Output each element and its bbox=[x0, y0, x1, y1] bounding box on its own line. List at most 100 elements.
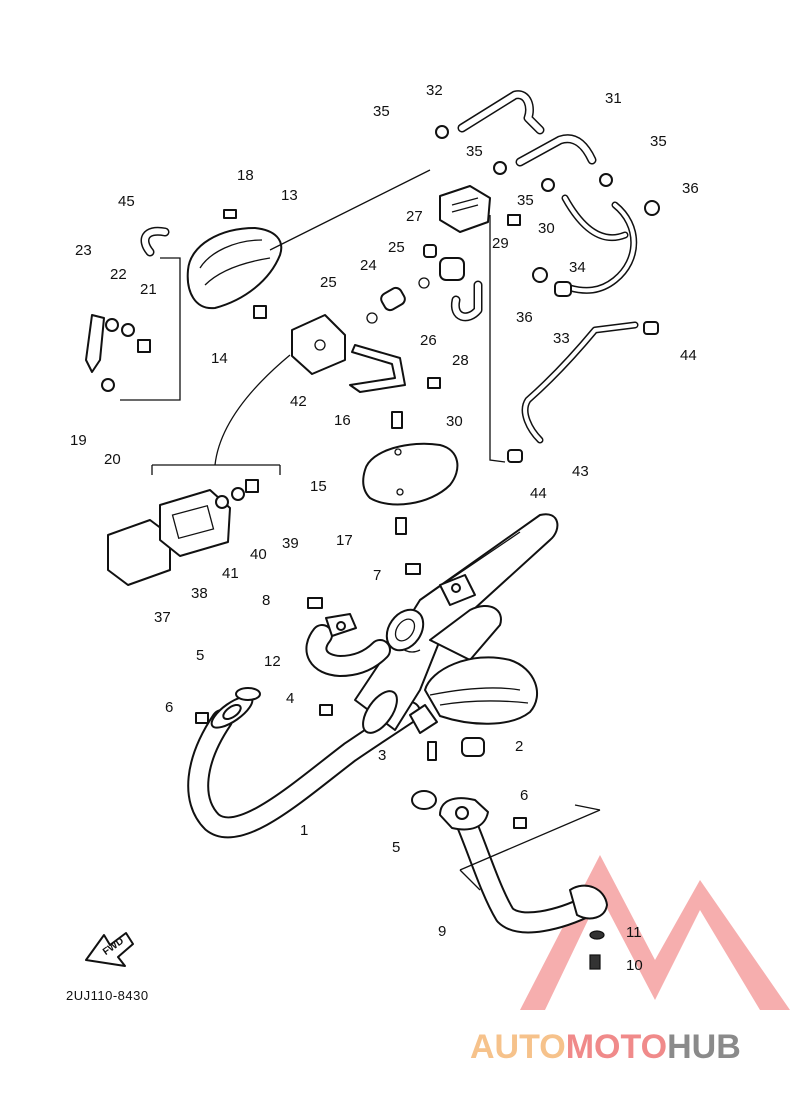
exhaust-pipe-12 bbox=[305, 613, 391, 677]
bracket-19 bbox=[85, 314, 105, 373]
callout-39: 39 bbox=[282, 535, 299, 552]
washer-11 bbox=[589, 930, 605, 940]
callout-labels: 1 2 3 4 5 5 6 6 7 8 9 10 11 12 13 14 15 … bbox=[70, 82, 699, 974]
bolt-4 bbox=[319, 704, 333, 716]
callout-44b: 44 bbox=[530, 485, 547, 502]
bolt-3 bbox=[427, 741, 437, 761]
callout-21: 21 bbox=[140, 281, 157, 298]
callout-10: 10 bbox=[626, 957, 643, 974]
hardware bbox=[195, 411, 605, 970]
callout-45: 45 bbox=[118, 193, 135, 210]
washer-22 bbox=[121, 323, 135, 337]
bolt-30b bbox=[507, 214, 521, 226]
callout-16: 16 bbox=[334, 412, 351, 429]
damper-2 bbox=[461, 737, 485, 757]
callout-35b: 35 bbox=[466, 143, 483, 160]
hose-24 bbox=[380, 286, 406, 312]
callout-28: 28 bbox=[452, 352, 469, 369]
fwd-arrow-icon: FWD bbox=[85, 932, 134, 967]
bolt-20 bbox=[101, 378, 115, 392]
bolt-10 bbox=[589, 954, 601, 970]
callout-7: 7 bbox=[373, 567, 381, 584]
callout-19: 19 bbox=[70, 432, 87, 449]
washer-23 bbox=[105, 318, 119, 332]
callout-31: 31 bbox=[605, 90, 622, 107]
clip-18 bbox=[223, 209, 237, 219]
callout-26: 26 bbox=[420, 332, 437, 349]
cover-13 bbox=[186, 227, 283, 310]
clip-25a bbox=[366, 312, 378, 324]
clip-25b bbox=[418, 277, 430, 289]
housing bbox=[291, 314, 346, 375]
clamp-36b bbox=[532, 267, 548, 283]
clamps bbox=[435, 125, 660, 463]
callout-8: 8 bbox=[262, 592, 270, 609]
callout-22: 22 bbox=[110, 266, 127, 283]
clamp-35c bbox=[541, 178, 555, 192]
callout-44a: 44 bbox=[680, 347, 697, 364]
callout-23: 23 bbox=[75, 242, 92, 259]
clamp-44b bbox=[507, 449, 523, 463]
gasket-5a bbox=[235, 687, 261, 701]
cap-37 bbox=[107, 519, 171, 586]
callout-34: 34 bbox=[569, 259, 586, 276]
callout-14: 14 bbox=[211, 350, 228, 367]
watermark-part-auto: AUTO bbox=[470, 1028, 566, 1066]
callout-2: 2 bbox=[515, 738, 523, 755]
cap-27 bbox=[423, 244, 437, 258]
callout-3: 3 bbox=[378, 747, 386, 764]
callout-12: 12 bbox=[264, 653, 281, 670]
exhaust-pipe-9 bbox=[439, 797, 608, 934]
callout-42: 42 bbox=[290, 393, 307, 410]
washer-40 bbox=[231, 487, 245, 501]
callout-4: 4 bbox=[286, 690, 294, 707]
callout-5b: 5 bbox=[392, 839, 400, 856]
element-38 bbox=[159, 489, 231, 557]
callout-25a: 25 bbox=[320, 274, 337, 291]
left-bracket-group bbox=[85, 226, 170, 392]
callout-36a: 36 bbox=[682, 180, 699, 197]
callout-43: 43 bbox=[572, 463, 589, 480]
watermark-logo bbox=[520, 855, 790, 1010]
clamp-35d bbox=[599, 173, 613, 187]
callout-33: 33 bbox=[553, 330, 570, 347]
bolt-8 bbox=[307, 597, 323, 609]
air-filter-group bbox=[107, 479, 259, 586]
bracket-42 bbox=[349, 344, 406, 393]
clamp-44a bbox=[643, 321, 659, 335]
clamp-35a bbox=[435, 125, 449, 139]
svg-text:AUTOMOTOHUB: AUTOMOTOHUB bbox=[470, 1028, 741, 1066]
callout-32: 32 bbox=[426, 82, 443, 99]
callout-36b: 36 bbox=[516, 309, 533, 326]
callout-37: 37 bbox=[154, 609, 171, 626]
callout-1: 1 bbox=[300, 822, 308, 839]
callout-13: 13 bbox=[281, 187, 298, 204]
callout-35d: 35 bbox=[650, 133, 667, 150]
hoses bbox=[457, 90, 639, 444]
watermark-triangle-icon bbox=[520, 855, 790, 1010]
callout-6a: 6 bbox=[165, 699, 173, 716]
clamp-36a bbox=[644, 200, 660, 216]
bolt-14 bbox=[253, 305, 267, 319]
bolt-30a bbox=[427, 377, 441, 389]
callout-35c: 35 bbox=[517, 192, 534, 209]
joint-26 bbox=[439, 257, 465, 281]
nut-39 bbox=[245, 479, 259, 493]
callout-18: 18 bbox=[237, 167, 254, 184]
callout-40: 40 bbox=[250, 546, 267, 563]
reference-code: 2UJ110-8430 bbox=[66, 988, 149, 1003]
nut-6b bbox=[513, 817, 527, 829]
exhaust-pipe-1 bbox=[187, 695, 421, 839]
callout-17: 17 bbox=[336, 532, 353, 549]
washer-41 bbox=[215, 495, 229, 509]
callout-6b: 6 bbox=[520, 787, 528, 804]
clamp-33 bbox=[554, 281, 572, 297]
leader-lines bbox=[120, 169, 601, 891]
callout-29: 29 bbox=[492, 235, 509, 252]
watermark-part-moto: MOTO bbox=[566, 1028, 667, 1066]
callout-9: 9 bbox=[438, 923, 446, 940]
protector-15 bbox=[362, 442, 459, 506]
callout-15: 15 bbox=[310, 478, 327, 495]
watermark-text: AUTOMOTOHUB bbox=[470, 1028, 741, 1066]
callout-38: 38 bbox=[191, 585, 208, 602]
